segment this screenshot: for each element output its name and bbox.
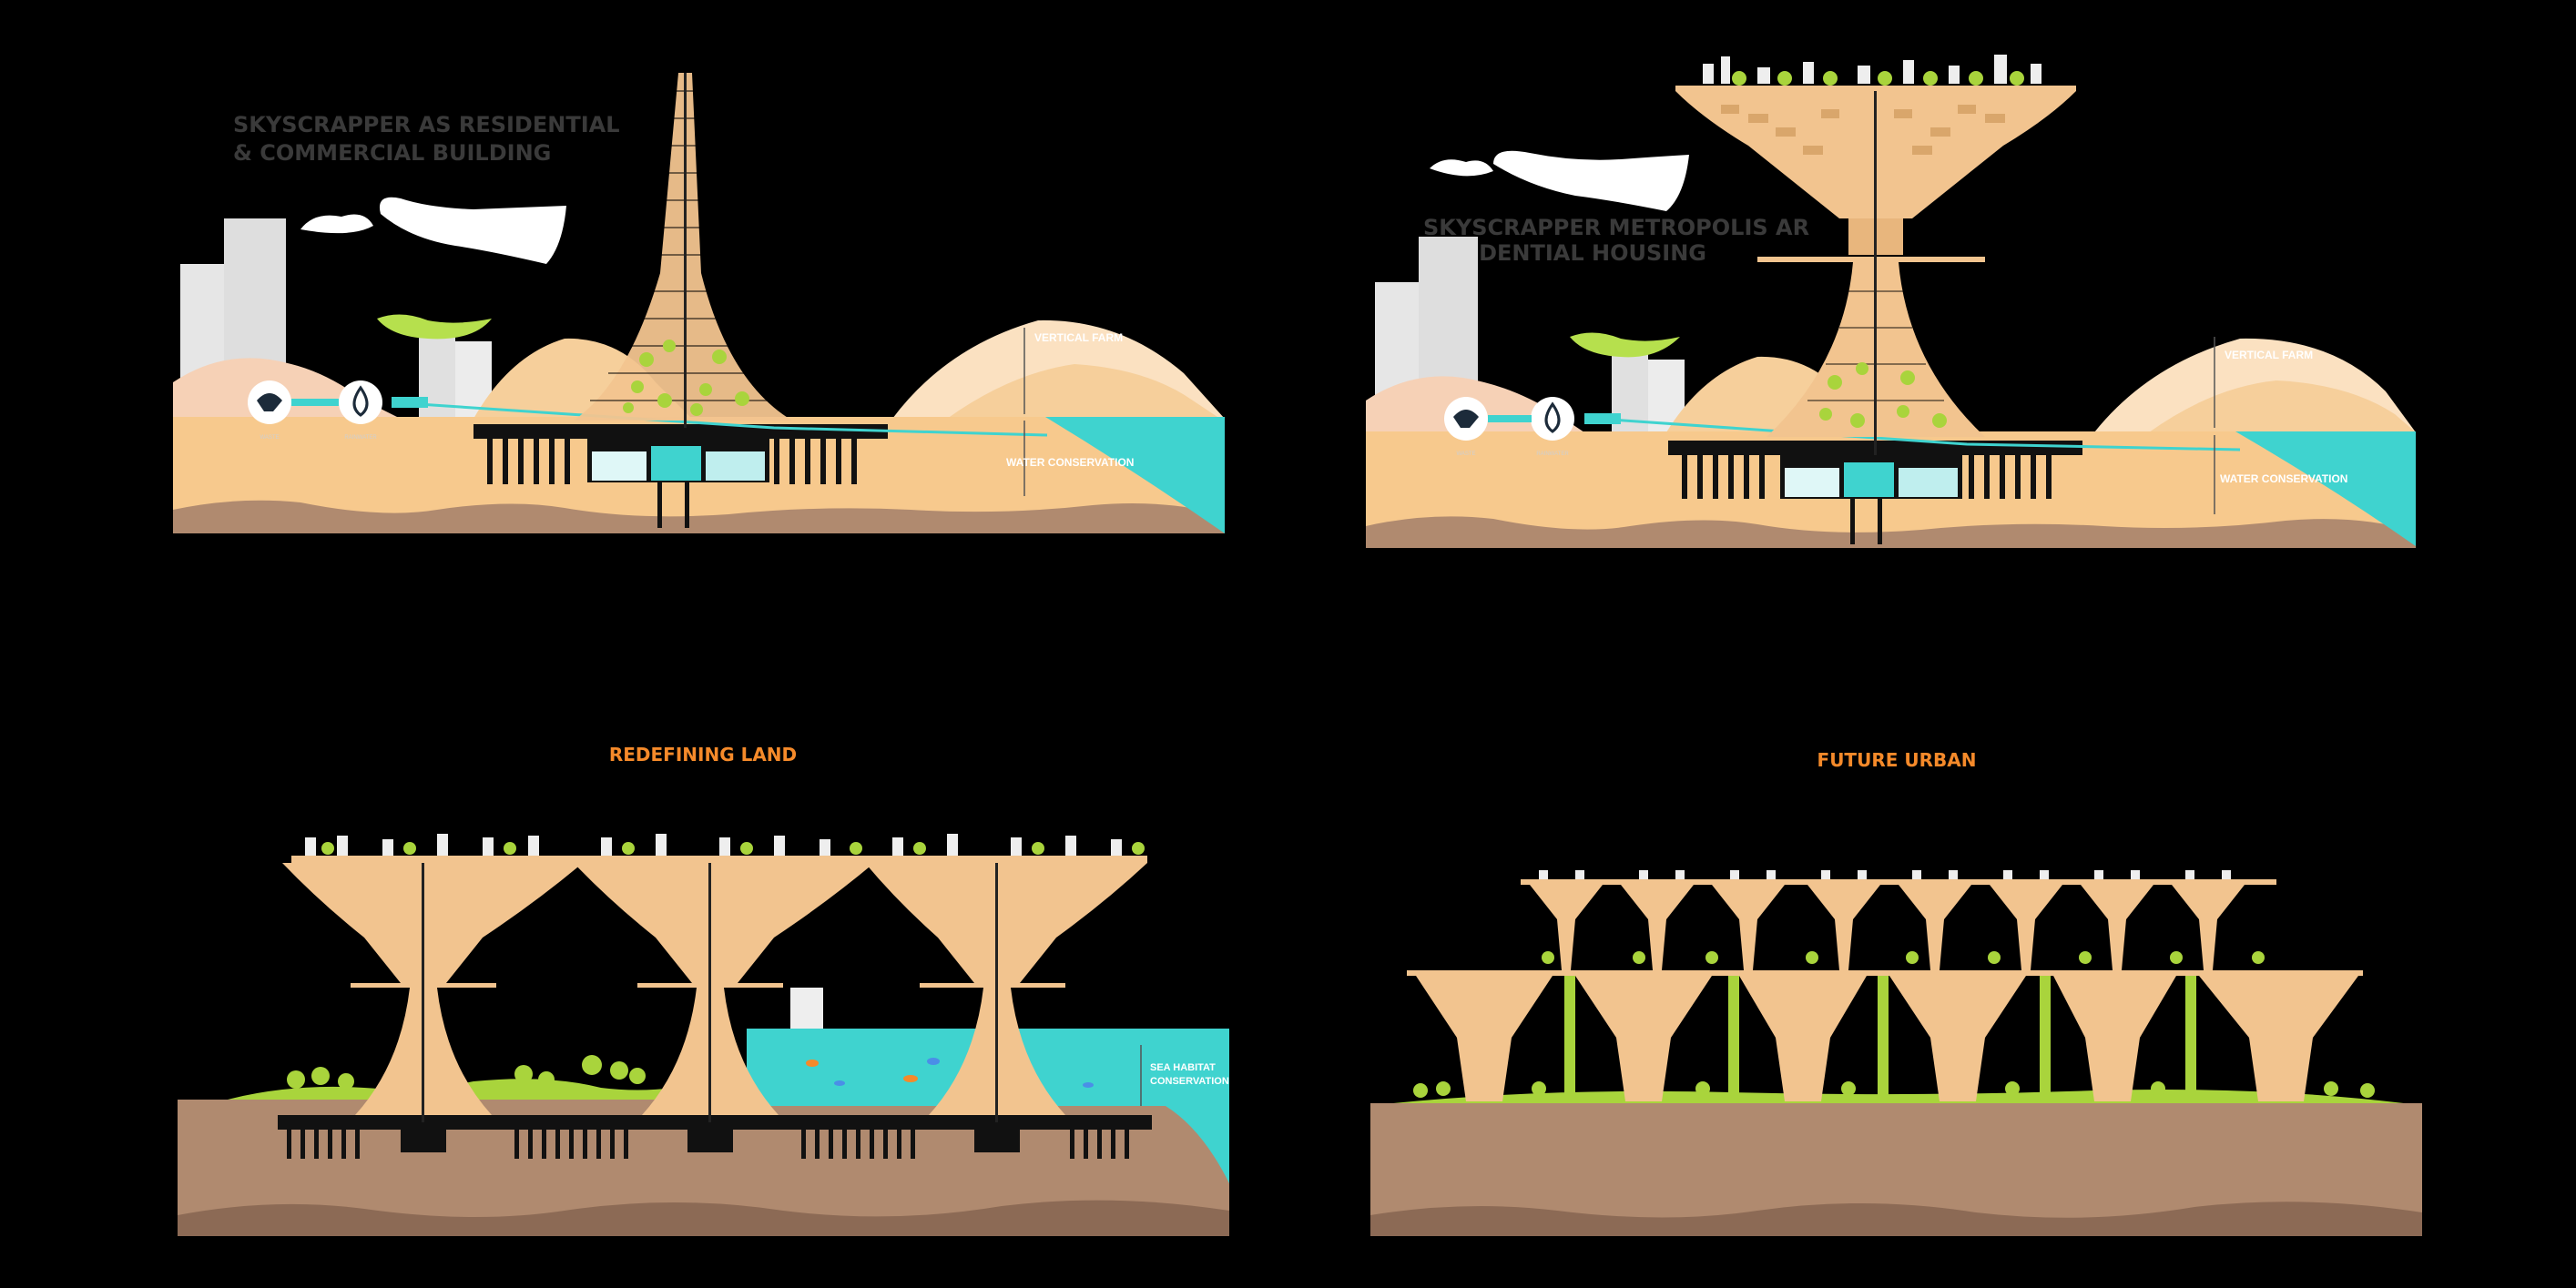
- foundation-slab: [278, 1115, 1152, 1130]
- panel-3-redefining-land-section: REDEFINING LAND: [178, 744, 1229, 1236]
- pipe-connector: [1584, 413, 1621, 424]
- deep-pile: [1878, 499, 1882, 544]
- label-water-conservation: WATER CONSERVATION: [1006, 456, 1134, 469]
- waste-icon-label: WASTE: [1456, 451, 1475, 457]
- icon-connector: [1488, 415, 1532, 422]
- tower-2: [1675, 55, 2076, 455]
- pile-cap: [974, 1125, 1020, 1152]
- boat: [790, 988, 823, 1029]
- waste-icon: [1444, 397, 1488, 441]
- water-pipe: [1597, 417, 2241, 451]
- icon-connector: [291, 399, 339, 406]
- sea-water: [1045, 417, 1225, 533]
- tree-tower: [282, 863, 583, 1122]
- connected-deck: [291, 856, 1147, 863]
- panel-4-title: FUTURE URBAN: [1817, 749, 1977, 771]
- upper-tree-units: [1530, 885, 2245, 970]
- deep-pile: [685, 482, 689, 528]
- foundation-piles: [1682, 455, 2052, 499]
- cloud: [379, 197, 566, 264]
- panel-1-skyscraper-section: SKYSCRAPPER AS RESIDENTIAL & COMMERCIAL …: [173, 73, 1225, 533]
- cloud: [300, 214, 373, 234]
- rainwater-drop-icon: [339, 380, 382, 424]
- panel-2-metropolis-section: SKYSCRAPPER METROPOLIS AR RESIDENTIAL HO…: [1366, 55, 2416, 548]
- waste-icon-label: WASTE: [260, 435, 279, 441]
- tower-1: [574, 73, 792, 428]
- water-tank: [1899, 468, 1958, 497]
- fish-icons: [806, 1058, 1094, 1088]
- panel-2-title-line1: SKYSCRAPPER METROPOLIS AR: [1423, 215, 1809, 240]
- pile-cap: [687, 1125, 733, 1152]
- lower-deck-trees: [1542, 951, 2265, 964]
- grass: [228, 1079, 747, 1100]
- waste-icon: [248, 380, 291, 424]
- pipe-connector: [392, 397, 428, 408]
- water-pipe: [404, 401, 1048, 437]
- water-tank: [706, 451, 765, 481]
- foundation-slab: [473, 424, 888, 439]
- panel-4-future-urban-section: FUTURE URBAN: [1370, 749, 2422, 1236]
- panel-1-title-line1: SKYSCRAPPER AS RESIDENTIAL: [233, 112, 620, 137]
- rainwater-icon-label: RAINWATER: [344, 435, 377, 441]
- cloud: [1430, 159, 1493, 177]
- ground-soil: [1366, 516, 2416, 548]
- green-cloud: [377, 314, 492, 340]
- pile-cap: [401, 1125, 446, 1152]
- label-sea-habitat-line1: SEA HABITAT: [1150, 1062, 1216, 1073]
- upper-rooftop-houses: [1539, 870, 2231, 879]
- deep-pile: [1850, 499, 1855, 544]
- trees: [287, 1055, 646, 1090]
- water-tank: [1844, 462, 1894, 497]
- label-water-conservation: WATER CONSERVATION: [2220, 472, 2347, 485]
- green-columns: [1564, 976, 2196, 1101]
- sea-water: [2235, 431, 2416, 546]
- tree-tower: [865, 863, 1147, 1122]
- rainwater-icon-label: RAINWATER: [1536, 451, 1569, 457]
- ground-soil: [173, 500, 1225, 533]
- deep-pile: [657, 482, 662, 528]
- label-sea-habitat-line2: CONSERVATION: [1150, 1076, 1229, 1087]
- foundation-piles: [287, 1130, 1129, 1159]
- rooftop-houses: [305, 834, 1122, 856]
- panel-1-title-line2: & COMMERCIAL BUILDING: [233, 140, 551, 166]
- water-tank: [1785, 468, 1839, 497]
- label-vertical-farm: VERTICAL FARM: [1034, 331, 1123, 344]
- hill: [947, 364, 1220, 419]
- ground-soil-dark: [178, 1200, 1229, 1236]
- label-vertical-farm: VERTICAL FARM: [2225, 349, 2313, 361]
- tree-tower: [574, 863, 874, 1122]
- hill: [2149, 380, 2416, 432]
- foundation-piles: [487, 439, 857, 484]
- lower-deck: [1407, 970, 2363, 976]
- water-tank: [651, 446, 701, 481]
- panel-3-title: REDEFINING LAND: [609, 744, 797, 766]
- lower-tree-units: [1416, 976, 2358, 1101]
- cloud: [1493, 150, 1689, 211]
- ground-soil-dark: [1370, 1202, 2422, 1236]
- rooftop-trees: [321, 842, 1145, 855]
- green-cloud: [1570, 332, 1680, 358]
- upper-deck: [1521, 879, 2276, 885]
- ground-trees: [1413, 1081, 2375, 1098]
- rainwater-drop-icon: [1531, 397, 1574, 441]
- water-tank: [592, 451, 647, 481]
